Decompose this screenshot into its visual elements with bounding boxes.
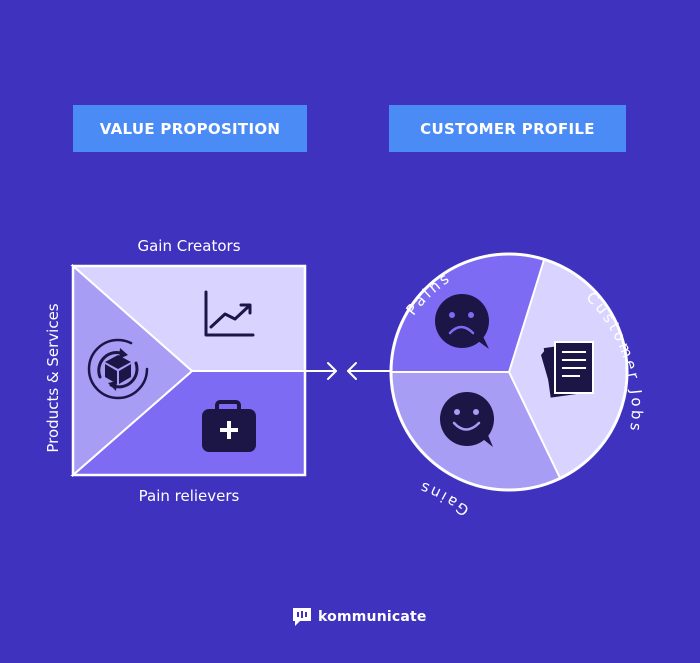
brand-name: kommunicate [318,609,427,625]
brand-logo: kommunicate [290,605,427,629]
customer-profile-header: CUSTOMER PROFILE [389,105,626,152]
customer-profile-circle: Pains Customer Jobs Gains [389,252,643,520]
value-map [70,263,307,478]
smile-chat-icon [440,392,494,447]
sad-chat-icon [435,294,489,349]
rotating-box-icon [87,338,149,400]
kommunicate-logo-icon [293,608,311,626]
products-services-label: Products & Services [44,303,62,453]
first-aid-kit-icon [202,400,256,452]
value-proposition-title: VALUE PROPOSITION [99,119,281,138]
documents-icon [541,341,594,398]
value-proposition-header: VALUE PROPOSITION [73,105,307,152]
gains-label: Gains [415,477,472,520]
pain-relievers-label: Pain relievers [138,487,240,505]
growth-chart-icon [204,290,255,337]
gain-creators-label: Gain Creators [137,237,241,255]
fit-connector [304,362,391,380]
customer-profile-title: CUSTOMER PROFILE [420,119,595,138]
